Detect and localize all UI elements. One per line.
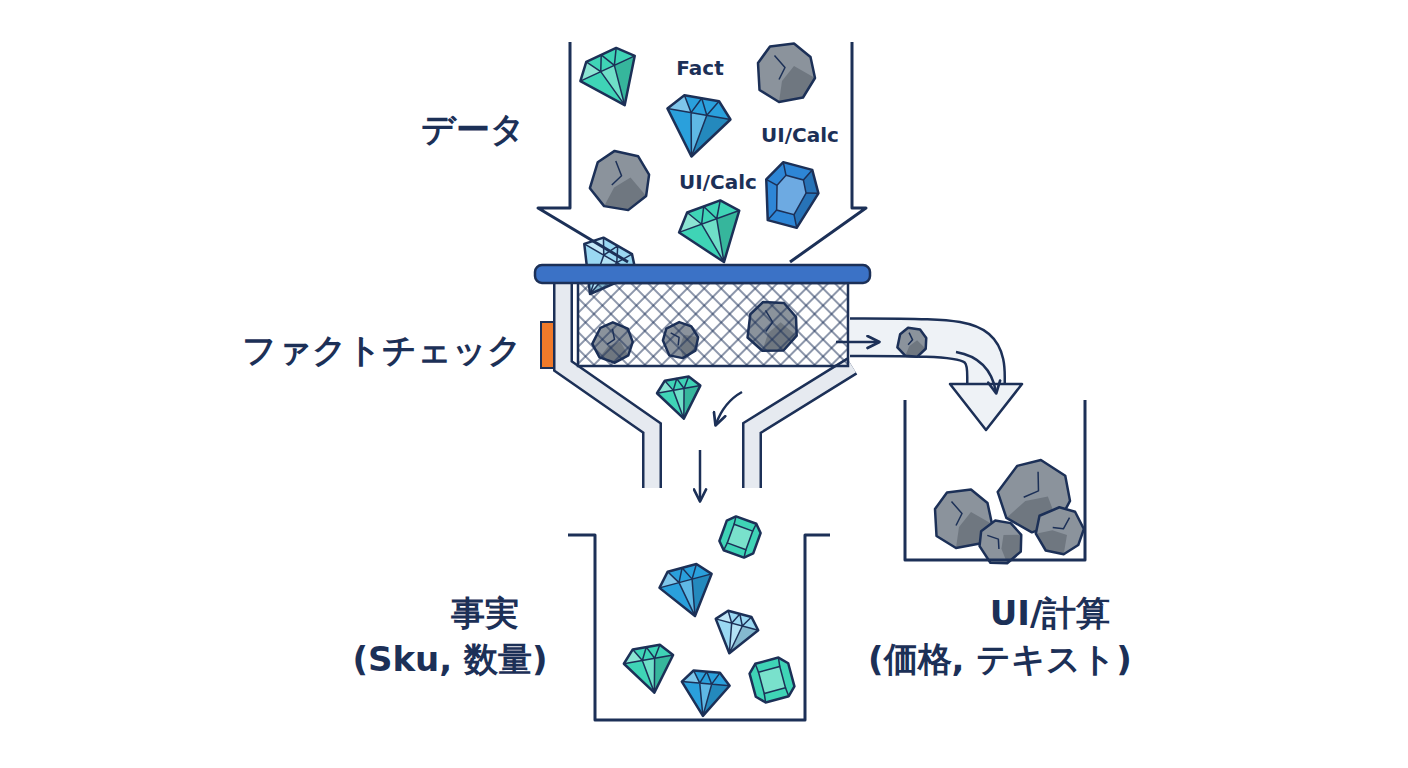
gem	[756, 159, 824, 231]
fact-bin: 事実 (Sku, 数量)	[592, 500, 808, 722]
gem	[674, 195, 754, 273]
hopper-wall	[790, 42, 866, 262]
flow-arrow	[956, 352, 996, 392]
bin-outline	[568, 535, 830, 720]
hopper-wall	[538, 42, 628, 262]
sort-arrow	[850, 337, 1022, 430]
gem-tag: Fact	[676, 56, 723, 80]
rock	[584, 144, 658, 218]
gem	[748, 656, 797, 705]
gem	[708, 608, 761, 659]
ui-calc-bin: UI/計算 (価格, テキスト)	[905, 430, 1085, 560]
node-label: データ	[400, 106, 525, 152]
funnel-wall	[752, 366, 852, 488]
node-label: ファクトチェック	[187, 327, 522, 373]
flow-arrow	[700, 450, 701, 500]
flow-arrow	[716, 392, 742, 424]
rock	[1030, 502, 1090, 561]
node-outline	[905, 430, 1085, 560]
gem	[660, 93, 733, 162]
gem	[679, 670, 731, 718]
node-label: 事実 (Sku, 数量)	[335, 590, 565, 682]
gem-tag: UI/Calc	[679, 170, 757, 194]
gem	[656, 561, 721, 623]
node-label: UI/計算 (価格, テキスト)	[855, 590, 1145, 682]
funnel-wall	[752, 366, 852, 488]
rock	[972, 513, 1030, 571]
arrow-body	[850, 337, 986, 384]
gem	[574, 42, 652, 118]
sieve: ファクトチェック	[550, 265, 850, 450]
gem	[655, 375, 705, 423]
sieve-mesh	[578, 283, 848, 366]
rock	[758, 44, 815, 103]
node-outline	[550, 265, 850, 450]
gem	[622, 643, 679, 697]
sieve-tab	[541, 322, 554, 368]
sieve-rim	[535, 265, 870, 283]
gem-tag: UI/Calc	[761, 123, 839, 147]
rock	[895, 325, 930, 361]
gem	[717, 514, 763, 560]
arrow-outline	[850, 337, 986, 384]
node-outline	[592, 500, 808, 722]
arrow-head	[950, 384, 1022, 430]
flow-line	[699, 450, 702, 500]
bin-outline	[905, 400, 1085, 560]
